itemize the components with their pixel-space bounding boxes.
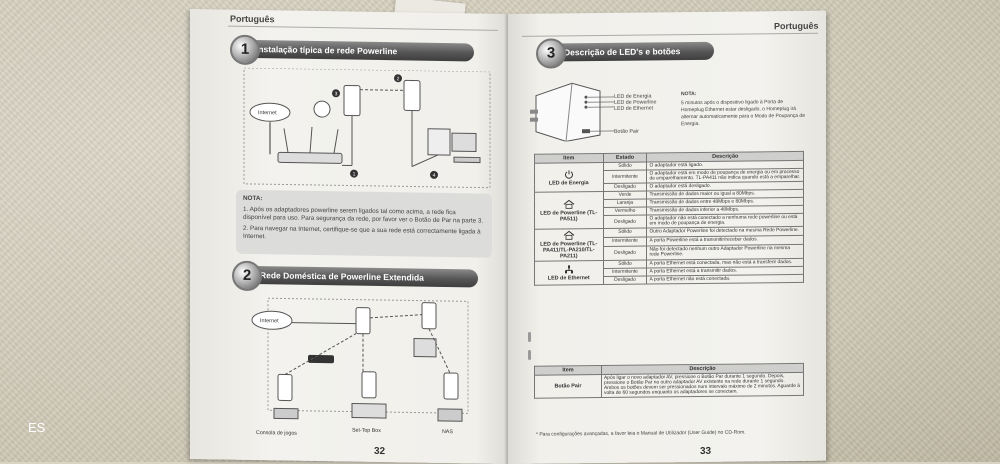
monitor-icon	[452, 133, 476, 151]
typical-network-diagram: 3 2 1 4 Internet	[238, 68, 498, 192]
ethernet-cable	[292, 323, 356, 324]
nas-icon	[438, 409, 462, 421]
keyboard-icon	[454, 157, 480, 162]
plug-prong	[530, 118, 538, 122]
left-page: Português Instalação típica de rede Powe…	[190, 9, 508, 464]
right-page-header: Português	[774, 21, 819, 31]
right-page-number: 33	[700, 446, 711, 457]
section2-number: 2	[232, 261, 262, 291]
state-cell: Desligado	[603, 246, 647, 261]
router-antenna	[310, 127, 312, 153]
left-page-header: Português	[230, 14, 275, 25]
left-nota-box: NOTA: 1. Após os adaptadores powerline s…	[236, 190, 492, 258]
led-item-powerline-pa411: LED de Powerline (TL-PA411/TL-PA210/TL-P…	[535, 229, 604, 262]
powerline-adapter-icon	[362, 372, 376, 398]
section2-title: Rede Doméstica de Powerline Extendida	[246, 266, 478, 288]
powerline-adapter-icon	[278, 374, 292, 400]
state-cell: Desligado	[603, 215, 647, 228]
section3-title: Descrição de LED's e botões	[550, 42, 714, 62]
computer-icon	[414, 339, 436, 357]
power-icon	[564, 169, 574, 179]
adapter-body	[536, 83, 600, 142]
right-page: Português Descrição de LED's e botões 3 …	[508, 11, 826, 464]
state-cell: Desligado	[603, 276, 647, 284]
pair-button-shape	[582, 129, 590, 133]
device-label: Consola de jogos	[256, 430, 297, 437]
open-booklet: Português Instalação típica de rede Powe…	[182, 2, 832, 462]
pair-button-callout: Botão Pair	[614, 129, 639, 135]
powerline-adapter-icon	[404, 80, 420, 110]
tv-icon	[352, 404, 386, 419]
ethernet-icon	[564, 264, 574, 274]
step-marker: 2	[397, 76, 400, 82]
button-item-pair: Botão Pair	[535, 375, 602, 399]
staple	[528, 350, 531, 360]
step-marker: 3	[335, 91, 338, 97]
led-item-powerline-pa511: LED de Powerline (TL-PA511)	[535, 192, 604, 230]
desc-cell: Não foi detectado nenhum outro Adaptador…	[647, 244, 804, 260]
powerline-adapter-icon	[422, 303, 436, 329]
desc-cell: Após ligar o novo adaptador AV, pression…	[602, 372, 804, 397]
state-cell: Intermitente	[603, 170, 647, 183]
game-console-icon	[274, 408, 298, 418]
step-marker: 4	[433, 173, 436, 179]
column-header: Estado	[603, 153, 647, 162]
diagram-dashed-frame	[244, 68, 490, 188]
table-row: Botão Pair Após ligar o novo adaptador A…	[535, 372, 804, 398]
powerline-adapter-icon	[356, 308, 370, 334]
powerline-adapter-icon	[344, 85, 360, 115]
adapter-drawing	[526, 75, 616, 142]
internet-label: Internet	[258, 110, 277, 116]
led-callout-ethernet: LED de Ethernet	[614, 105, 653, 111]
router-antenna	[334, 129, 338, 153]
extended-network-diagram: Internet Consola de jogos Set-Top Box NA…	[238, 292, 500, 446]
device-label: Set-Top Box	[352, 428, 381, 434]
left-page-number: 32	[374, 446, 385, 457]
house-icon	[563, 199, 575, 209]
header-rule	[522, 33, 818, 37]
router-icon	[278, 152, 342, 163]
computer-tower-icon	[428, 129, 450, 155]
staple	[528, 332, 531, 342]
step-marker: 1	[353, 172, 356, 178]
section1-number: 1	[230, 35, 260, 65]
led-item-power: LED de Energia	[535, 163, 604, 193]
house-icon	[563, 230, 575, 240]
section3-number: 3	[536, 38, 566, 68]
modem-icon	[314, 101, 330, 117]
right-nota-box: NOTA: 5 minutos após o dispositivo ligad…	[674, 85, 814, 136]
nota-text: 5 minutos após o dispositivo ligado à Po…	[681, 99, 807, 128]
button-table: Item Descrição Botão Pair Após ligar o n…	[534, 363, 804, 399]
desc-cell: A porta Ethernet não está conectada.	[647, 274, 804, 284]
powerline-adapter-icon	[444, 373, 458, 399]
section1-title: Instalação típica de rede Powerline	[242, 40, 474, 62]
nota-item-1: 1. Após os adaptadores powerline serem l…	[243, 205, 485, 226]
header-rule	[228, 26, 498, 31]
internet-label: Internet	[260, 318, 279, 324]
nota-item-2: 2. Para navegar na Internet, certifique-…	[243, 225, 485, 246]
overlay-label: ES	[28, 420, 45, 435]
led-item-ethernet: LED de Ethernet	[535, 261, 604, 286]
router-antenna	[284, 128, 288, 152]
powerline-link	[370, 314, 422, 319]
powerline-link	[360, 90, 404, 91]
plug-prong	[530, 110, 538, 114]
device-label: NAS	[442, 429, 453, 435]
footnote: * Para configurações avançadas, a favor …	[536, 430, 746, 438]
nota-title: NOTA:	[681, 90, 807, 98]
led-status-table: Item Estado Descrição LED de Energia Sól…	[534, 151, 804, 286]
